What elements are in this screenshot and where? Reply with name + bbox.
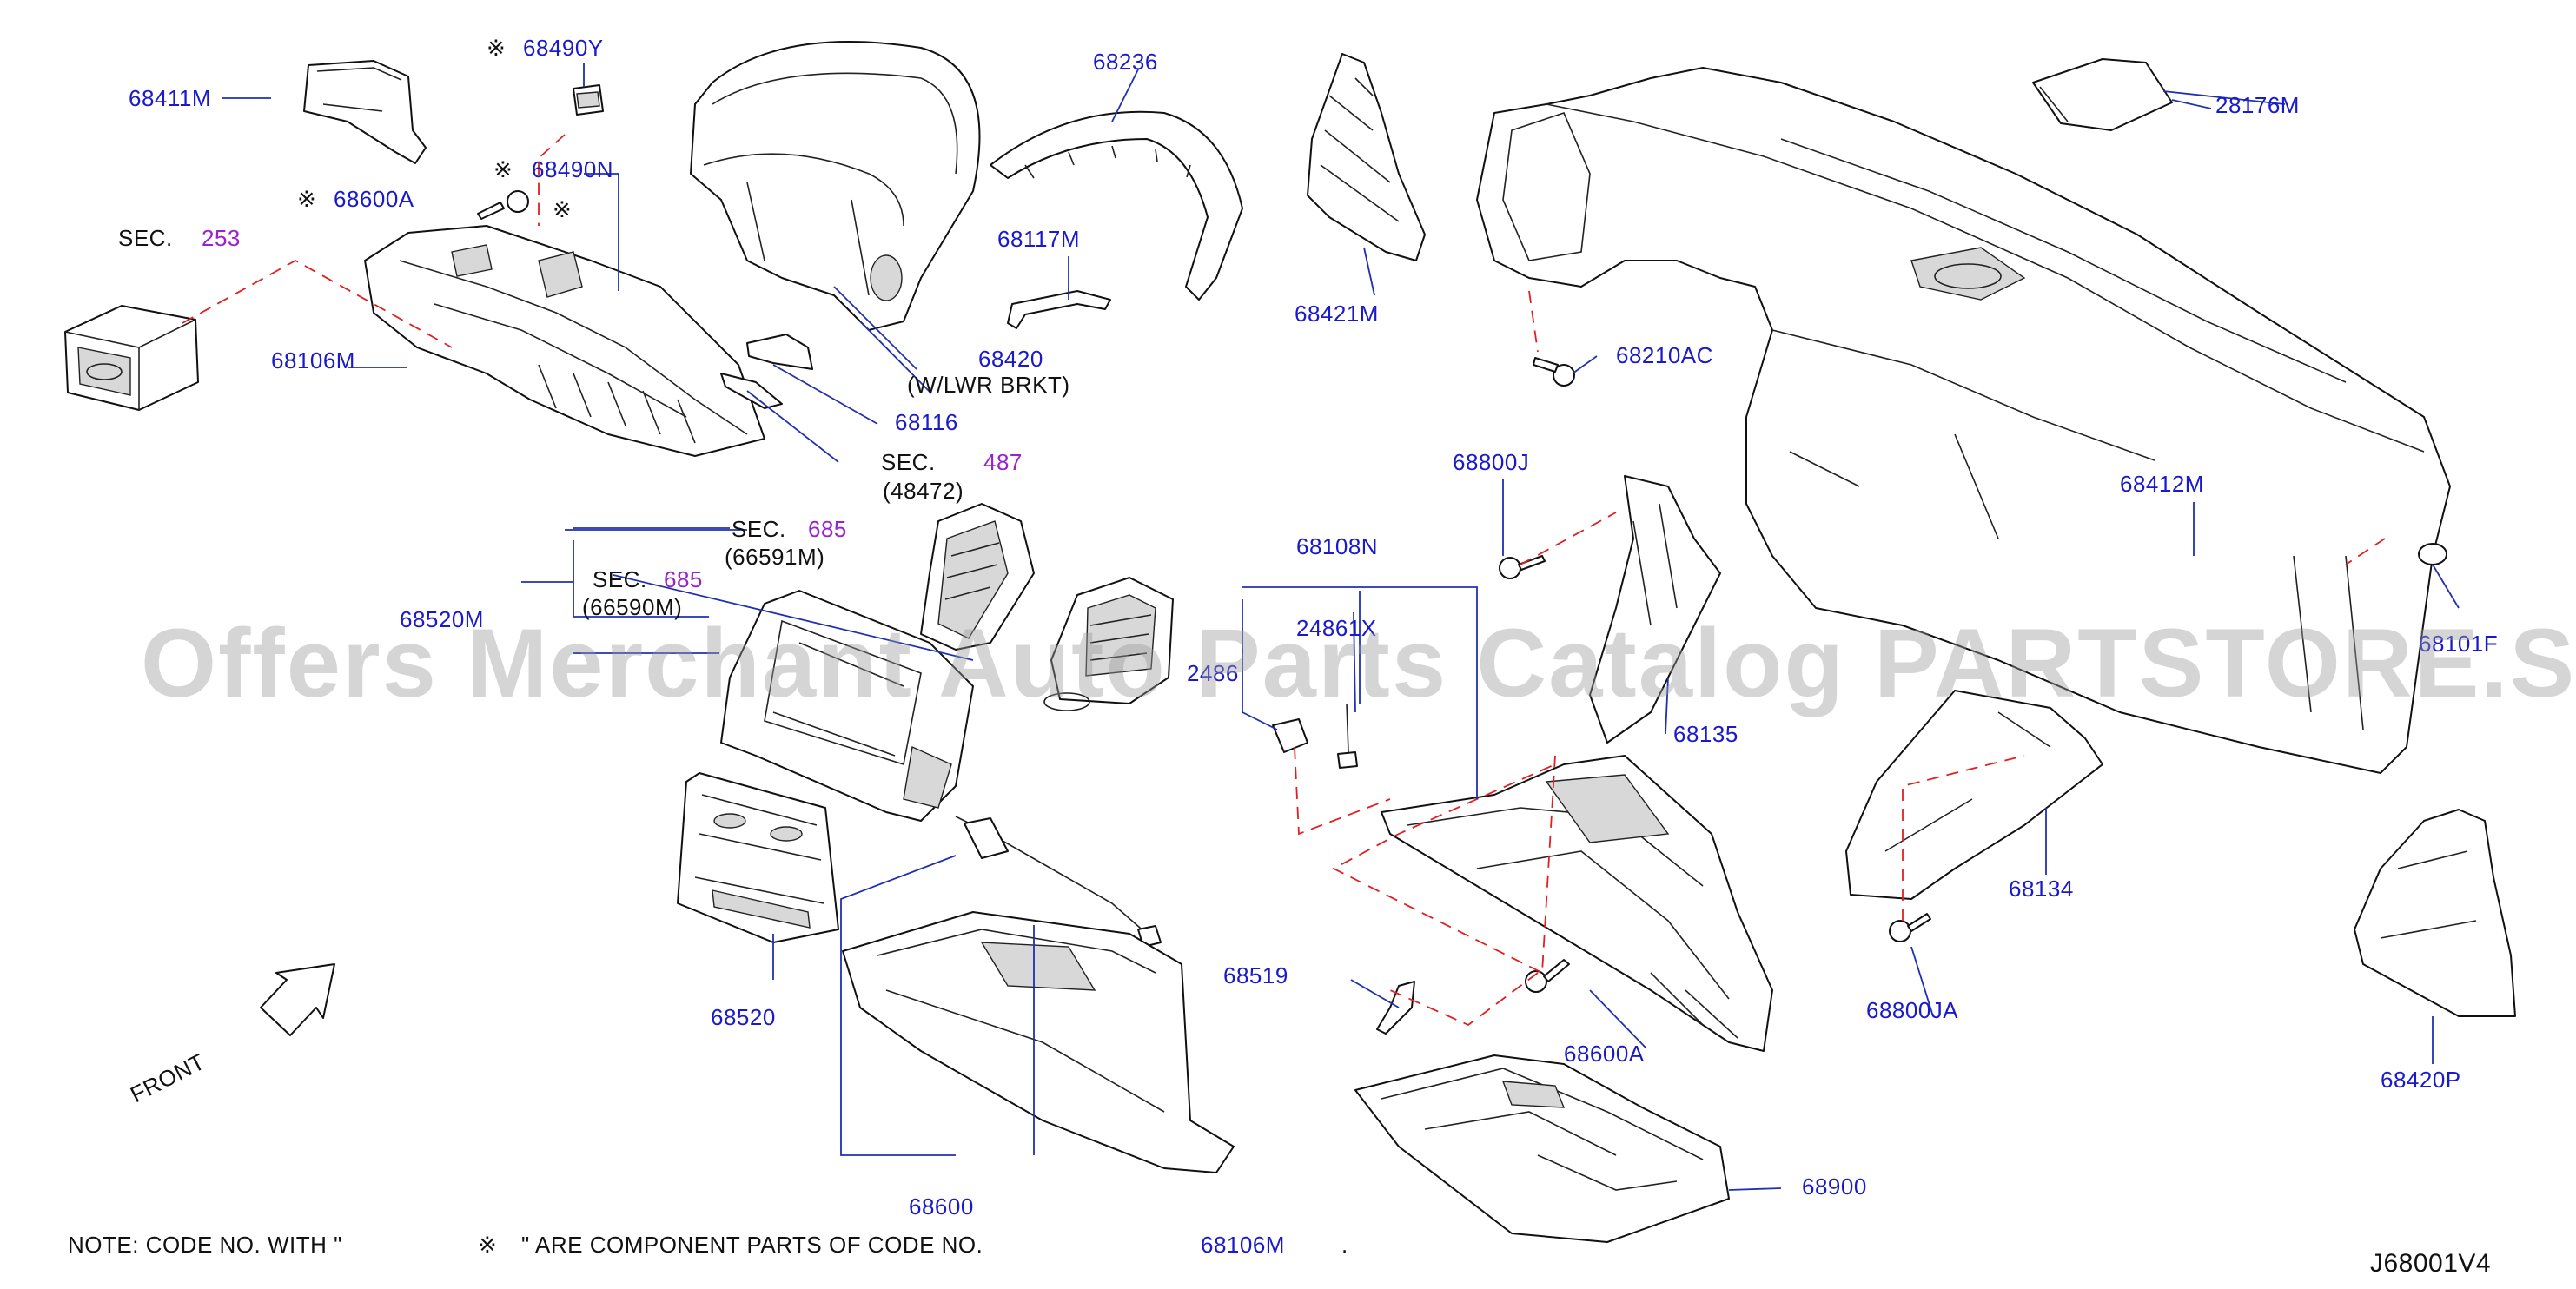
label-sec685-a[interactable]: 685: [808, 516, 847, 542]
part-68101F-grommet: [2418, 543, 2447, 565]
label-68600[interactable]: 68600: [909, 1193, 974, 1220]
label-68600A-bottom[interactable]: 68600A: [1564, 1041, 1645, 1067]
label-sec487[interactable]: 487: [983, 449, 1023, 475]
label-24861X-partial[interactable]: 2486: [1187, 660, 1239, 686]
part-68600-glovebox: [842, 911, 1235, 1173]
note-prefix: NOTE: CODE NO. WITH ": [68, 1232, 342, 1258]
part-labels: 68411M ※ 68490Y ※ 68490N ※ 68600A ※ SEC.…: [118, 35, 2498, 1220]
marker-symbol-68490Y: ※: [487, 35, 506, 61]
label-68106M[interactable]: 68106M: [271, 347, 355, 373]
marker-symbol-68490N: ※: [493, 156, 513, 182]
part-68210AC-screw: [1533, 357, 1575, 387]
front-arrow: [260, 963, 335, 1036]
part-harness-cable: [955, 816, 1162, 948]
part-68412M-dashboard: [1476, 67, 2451, 774]
part-68106M-bracket: [364, 225, 765, 457]
label-68600A-top[interactable]: 68600A: [334, 186, 414, 212]
label-68519[interactable]: 68519: [1223, 962, 1288, 988]
note-end: .: [1341, 1232, 1348, 1258]
label-68116[interactable]: 68116: [895, 409, 958, 435]
note-marker-symbol: ※: [478, 1232, 497, 1258]
label-68412M[interactable]: 68412M: [2120, 471, 2204, 497]
label-68108N[interactable]: 68108N: [1296, 533, 1378, 559]
label-68210AC[interactable]: 68210AC: [1616, 342, 1713, 368]
diagram-code: J68001V4: [2370, 1249, 2491, 1278]
leader-lines: [222, 63, 2460, 1191]
part-68900-tray: [1354, 1054, 1730, 1243]
part-sec685-vent-upper: [920, 503, 1035, 651]
part-68800JA-screw: [1889, 913, 1931, 942]
part-68520-audio-panel: [677, 772, 839, 943]
label-24861X[interactable]: 24861X: [1296, 615, 1377, 641]
part-24861X-switch: [1272, 703, 1358, 769]
part-68490Y-clip: [573, 84, 604, 116]
part-28176M-cover: [2032, 58, 2173, 131]
marker-symbol-68600A: ※: [297, 186, 316, 212]
watermark-text: Offers Merchant Auto Parts Catalog PARTS…: [141, 609, 2576, 717]
label-front: FRONT: [126, 1048, 209, 1108]
label-68421M[interactable]: 68421M: [1295, 301, 1379, 327]
label-68520M[interactable]: 68520M: [400, 606, 484, 632]
note-middle: " ARE COMPONENT PARTS OF CODE NO.: [521, 1232, 983, 1258]
part-68116-piece: [720, 334, 813, 409]
label-68420[interactable]: 68420: [978, 346, 1043, 372]
footnote: NOTE: CODE NO. WITH " ※ " ARE COMPONENT …: [68, 1232, 1348, 1258]
part-68800J-screw: [1499, 555, 1546, 579]
label-sec685-b[interactable]: 685: [664, 566, 703, 592]
part-sec253-unit: [64, 305, 199, 411]
part-68134-trim: [1845, 690, 2103, 900]
label-68420-note: (W/LWR BRKT): [907, 372, 1070, 398]
label-68135[interactable]: 68135: [1673, 721, 1738, 747]
label-sec685-b-word: SEC.: [593, 566, 647, 592]
marker-symbol-clip: ※: [553, 196, 572, 222]
part-68135-trim: [1589, 475, 1721, 744]
label-68800JA[interactable]: 68800JA: [1866, 997, 1958, 1023]
part-68421M-panel: [1307, 53, 1426, 261]
label-sec685-b-sub: (66590M): [582, 594, 682, 620]
label-sec685-a-sub: (66591M): [725, 544, 824, 570]
label-68411M[interactable]: 68411M: [129, 85, 211, 111]
part-68420-cluster-hood: [690, 41, 981, 331]
label-68117M[interactable]: 68117M: [997, 226, 1080, 252]
part-68236-trim: [990, 110, 1243, 301]
label-68236[interactable]: 68236: [1093, 49, 1158, 75]
dashed-relation-lines: [182, 134, 2386, 1027]
label-sec487-sub: (48472): [883, 478, 964, 504]
part-68411M-drawing: [303, 60, 427, 164]
label-68900[interactable]: 68900: [1802, 1173, 1867, 1200]
label-68134[interactable]: 68134: [2009, 876, 2074, 902]
label-68490Y[interactable]: 68490Y: [523, 35, 604, 61]
label-sec253-word: SEC.: [118, 225, 173, 251]
part-68600A-screw-top: [477, 190, 529, 220]
label-68101F[interactable]: 68101F: [2419, 631, 2498, 657]
part-68520M-center-frame: [720, 590, 974, 822]
label-68490N[interactable]: 68490N: [532, 156, 613, 182]
label-68420P[interactable]: 68420P: [2381, 1067, 2461, 1093]
label-sec487-word: SEC.: [881, 449, 936, 475]
part-68108N-lid: [1381, 755, 1773, 1052]
label-sec253[interactable]: 253: [202, 225, 241, 251]
part-68600A-screw-bottom: [1525, 959, 1570, 993]
label-68520[interactable]: 68520: [711, 1004, 776, 1030]
label-68800J[interactable]: 68800J: [1453, 449, 1529, 475]
part-68117M-bracket: [1007, 290, 1111, 329]
part-68420P-cover: [2354, 809, 2516, 1017]
label-sec685-a-word: SEC.: [732, 516, 786, 542]
note-ref-68106M[interactable]: 68106M: [1201, 1232, 1285, 1258]
part-sec685-vent-lower: [1043, 577, 1174, 711]
label-28176M[interactable]: 28176M: [2215, 92, 2300, 118]
part-68519-damper: [1376, 981, 1415, 1035]
